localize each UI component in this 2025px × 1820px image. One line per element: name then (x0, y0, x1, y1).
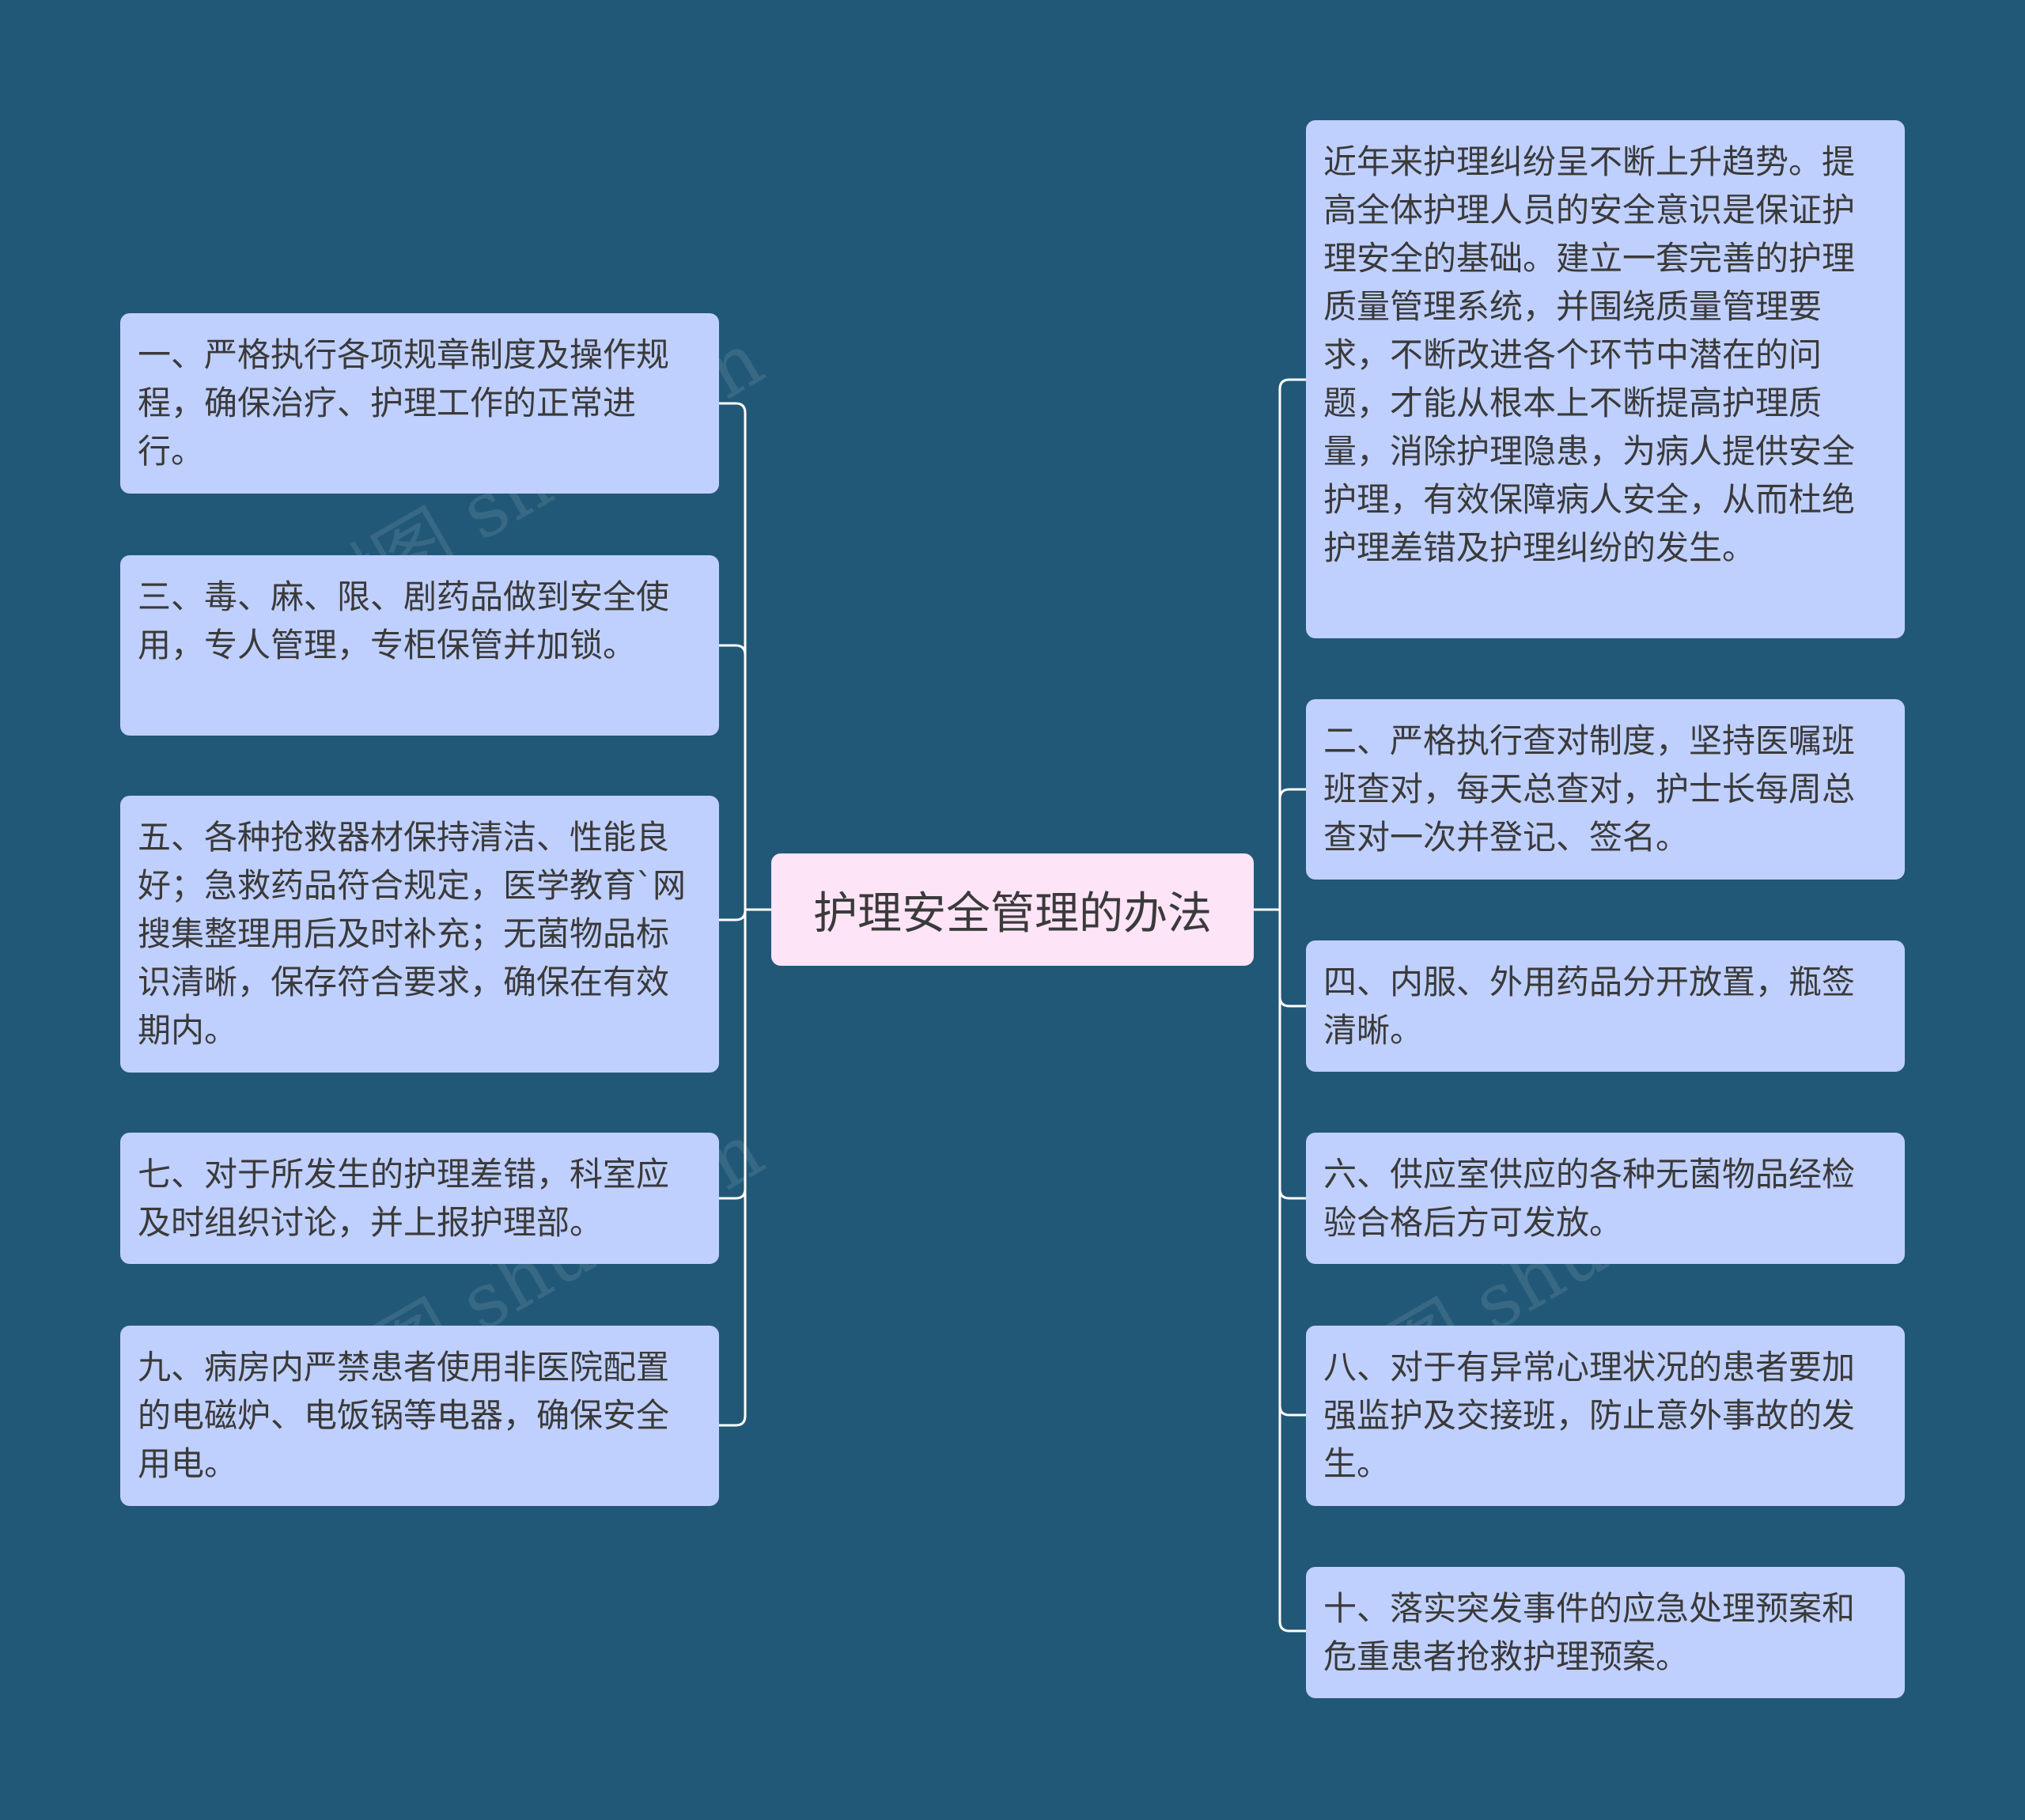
connector-right-1 (1278, 378, 1306, 1633)
center-topic-label: 护理安全管理的办法 (813, 887, 1212, 940)
connector-right-3 (1278, 996, 1306, 1008)
connector-left-3 (719, 910, 747, 921)
center-topic[interactable]: 护理安全管理的办法 (771, 853, 1254, 966)
topic-node-left[interactable]: 九、病房内严禁患者使用非医院配置的电磁炉、电饭锅等电器，确保安全用电。 (120, 1326, 719, 1506)
connector-left-1 (719, 402, 747, 1427)
connector-right-5 (1278, 1405, 1306, 1417)
connector-left-2 (719, 644, 747, 656)
topic-node-right[interactable]: 近年来护理纠纷呈不断上升趋势。提高全体护理人员的安全意识是保证护理安全的基础。建… (1306, 120, 1905, 638)
topic-node-left[interactable]: 一、严格执行各项规章制度及操作规程，确保治疗、护理工作的正常进行。 (120, 313, 719, 494)
topic-node-right[interactable]: 四、内服、外用药品分开放置，瓶签清晰。 (1306, 940, 1905, 1072)
topic-node-right[interactable]: 十、落实突发事件的应急处理预案和危重患者抢救护理预案。 (1306, 1567, 1905, 1698)
topic-node-left[interactable]: 三、毒、麻、限、剧药品做到安全使用，专人管理，专柜保管并加锁。 (120, 555, 719, 736)
topic-node-right[interactable]: 八、对于有异常心理状况的患者要加强监护及交接班，防止意外事故的发生。 (1306, 1326, 1905, 1506)
topic-node-right[interactable]: 六、供应室供应的各种无菌物品经检验合格后方可发放。 (1306, 1133, 1905, 1264)
connector-right-4 (1278, 1188, 1306, 1200)
topic-node-left[interactable]: 五、各种抢救器材保持清洁、性能良好；急救药品符合规定，医学教育`网搜集整理用后及… (120, 796, 719, 1073)
topic-node-right[interactable]: 二、严格执行查对制度，坚持医嘱班班查对，每天总查对，护士长每周总查对一次并登记、… (1306, 699, 1905, 880)
connector-right-2 (1278, 788, 1306, 800)
topic-node-left[interactable]: 七、对于所发生的护理差错，科室应及时组织讨论，并上报护理部。 (120, 1133, 719, 1264)
connector-left-4 (719, 1188, 747, 1200)
